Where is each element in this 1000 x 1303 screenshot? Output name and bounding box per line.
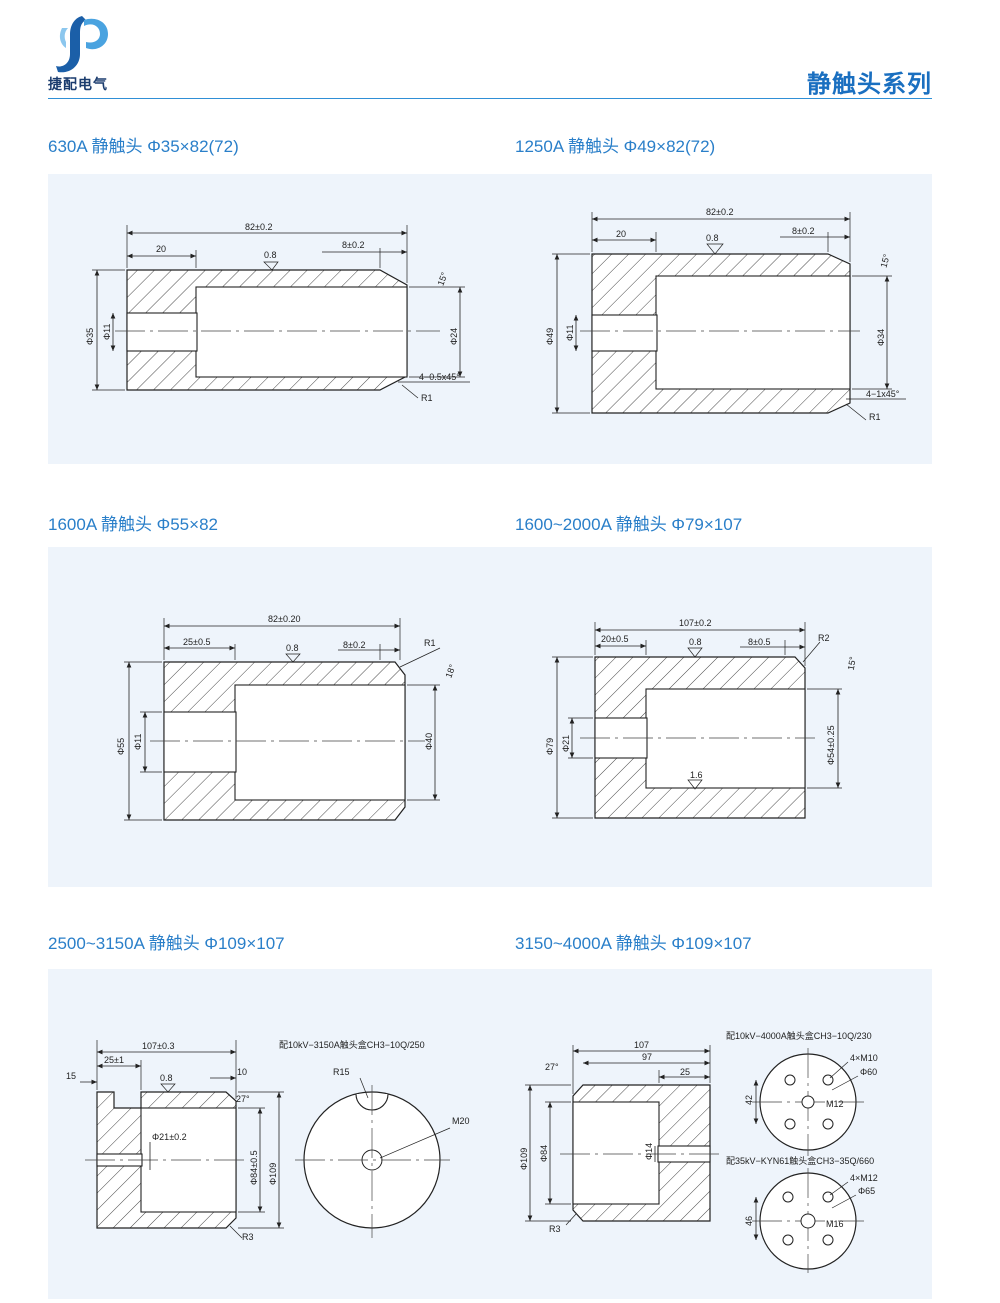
dim-radius: R2 (818, 633, 830, 643)
dim-step: 20±0.5 (601, 634, 628, 644)
roughness: 0.8 (706, 233, 719, 243)
roughness: 0.8 (264, 250, 277, 260)
dim-chamfer: 4−0.5x45° (419, 372, 460, 382)
dim-hole: Φ11 (102, 323, 112, 340)
note-35kv: 配35kV−KYN61触头盒CH3−35Q/660 (726, 1155, 874, 1166)
dim-bore: Φ54±0.25 (826, 725, 836, 765)
roughness: 0.8 (286, 643, 299, 653)
dim-thread: M20 (452, 1116, 470, 1126)
holes-35kv: 4×M12 (850, 1173, 878, 1183)
dim-radius: R1 (421, 393, 433, 403)
dim-chamfer-length: 8±0.2 (792, 226, 814, 236)
drawing-3150-4000a: 107 97 25 27° Φ109 Φ84 Φ14 R3 配10kV−4000… (519, 1030, 878, 1273)
holes-10kv: 4×M10 (850, 1053, 878, 1063)
dim-bore: Φ34 (876, 329, 886, 346)
dim-bore: Φ40 (424, 733, 434, 750)
dim-length: 82±0.2 (706, 207, 733, 217)
dim-hole: Φ21±0.2 (152, 1132, 187, 1142)
dim-outer: Φ55 (116, 738, 126, 755)
section-title-1250a: 1250A 静触头 Φ49×82(72) (515, 137, 716, 156)
dim-outer: Φ109 (268, 1163, 278, 1185)
dim-radius: R1 (869, 412, 881, 422)
dim-step: 25±0.5 (183, 637, 210, 647)
dim-length: 107±0.3 (142, 1041, 174, 1051)
drawing-1600-2000a: 107±0.2 20±0.5 8±0.5 0.8 1.6 R2 15° Φ79 … (545, 618, 858, 819)
dim-inner-length: 97 (642, 1052, 652, 1062)
dim-left-chamfer: 15 (66, 1071, 76, 1081)
pcd-10kv: Φ60 (860, 1067, 877, 1077)
dim-chamfer-length: 8±0.2 (343, 640, 365, 650)
section-title-630a: 630A 静触头 Φ35×82(72) (48, 137, 239, 156)
angle: 15° (846, 655, 858, 671)
offset-10kv: 42 (744, 1095, 754, 1105)
dim-length: 82±0.20 (268, 614, 300, 624)
drawing-630a: 82±0.2 20 8±0.2 0.8 15° Φ35 Φ11 Φ24 4−0.… (85, 222, 470, 403)
center-thread-35kv: M16 (826, 1219, 844, 1229)
drawing-1600a: 82±0.20 25±0.5 8±0.2 0.8 R1 18° Φ55 Φ11 … (116, 614, 458, 821)
center-thread-10kv: M12 (826, 1099, 844, 1109)
logo-text: 捷配电气 (48, 76, 108, 92)
drawing-2500-3150a: 107±0.3 25±1 15 10 0.8 27° Φ21±0.2 Φ84±0… (66, 1039, 470, 1242)
drawing-1250a: 82±0.2 20 8±0.2 0.8 15° Φ49 Φ11 Φ34 4−1x… (545, 207, 906, 422)
dim-chamfer-length: 8±0.5 (748, 637, 770, 647)
dim-hole: Φ14 (644, 1143, 654, 1160)
angle: 15° (879, 253, 892, 269)
dim-outer: Φ35 (85, 328, 95, 345)
dim-step: 25 (680, 1067, 690, 1077)
section-title-1600-2000a: 1600~2000A 静触头 Φ79×107 (515, 515, 743, 534)
angle: 27° (545, 1062, 559, 1072)
dim-outer: Φ49 (545, 328, 555, 345)
series-title: 静触头系列 (807, 71, 932, 98)
angle: 18° (443, 663, 457, 680)
dim-hole: Φ21 (561, 735, 571, 752)
dim-length: 107±0.2 (679, 618, 711, 628)
dim-bore: Φ24 (449, 328, 459, 345)
dim-radius: R1 (424, 638, 436, 648)
dim-length: 107 (634, 1040, 649, 1050)
dim-chamfer: 4−1x45° (866, 389, 900, 399)
dim-step: 20 (156, 244, 166, 254)
dim-step: 20 (616, 229, 626, 239)
logo-mark (56, 16, 108, 73)
dim-hole: Φ11 (565, 324, 575, 341)
header-divider (48, 98, 932, 99)
section-title-1600a: 1600A 静触头 Φ55×82 (48, 515, 218, 534)
box-note: 配10kV−3150A触头盒CH3−10Q/250 (279, 1039, 425, 1050)
dim-chamfer-length: 8±0.2 (342, 240, 364, 250)
dim-bore: Φ84±0.5 (249, 1150, 259, 1185)
roughness: 0.8 (689, 637, 702, 647)
dim-length: 82±0.2 (245, 222, 272, 232)
angle: 27° (236, 1094, 250, 1104)
note-10kv: 配10kV−4000A触头盒CH3−10Q/230 (726, 1030, 872, 1041)
dim-outer: Φ79 (545, 738, 555, 755)
dim-radius: R3 (242, 1232, 254, 1242)
dim-bore: Φ84 (539, 1145, 549, 1162)
dim-right-chamfer: 10 (237, 1067, 247, 1077)
angle: 15° (435, 271, 449, 288)
pcd-35kv: Φ65 (858, 1186, 875, 1196)
roughness: 0.8 (160, 1073, 173, 1083)
offset-35kv: 46 (744, 1216, 754, 1226)
dim-radius-end: R15 (333, 1067, 350, 1077)
dim-step: 25±1 (104, 1055, 124, 1065)
section-title-2500-3150a: 2500~3150A 静触头 Φ109×107 (48, 934, 285, 953)
dim-radius: R3 (549, 1224, 561, 1234)
section-title-3150-4000a: 3150~4000A 静触头 Φ109×107 (515, 934, 752, 953)
dim-outer: Φ109 (519, 1148, 529, 1170)
roughness-bore: 1.6 (690, 770, 703, 780)
dim-hole: Φ11 (133, 733, 143, 750)
